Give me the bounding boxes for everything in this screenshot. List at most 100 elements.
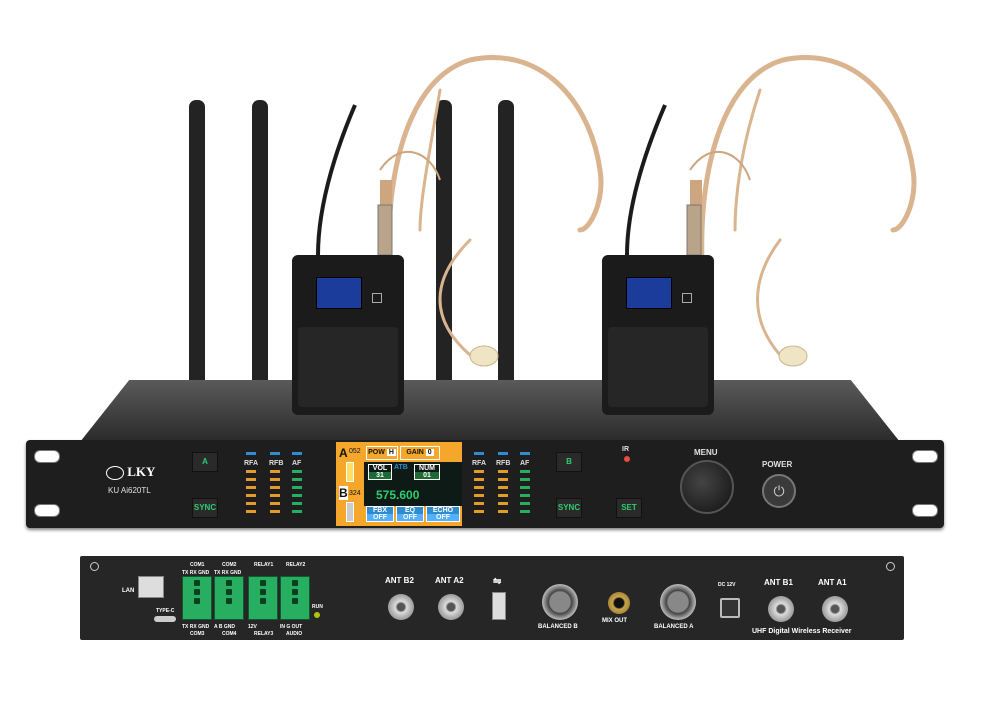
mix-out-label: MIX OUT	[602, 618, 627, 624]
receiver-chassis	[80, 380, 900, 442]
ir-sensor-indicator	[624, 456, 630, 462]
com1-pins-label: TX RX GND	[182, 570, 210, 576]
lcd-b-number: 324	[349, 490, 361, 497]
meter-segment	[270, 494, 280, 497]
antenna-3	[436, 100, 452, 390]
relay1-label: RELAY1	[254, 562, 274, 568]
meter-segment	[292, 494, 302, 497]
meter-segment	[474, 502, 484, 505]
meter-label-af-right: AF	[520, 460, 530, 467]
meter-segment	[520, 452, 530, 455]
meter-rfb-left	[270, 452, 280, 518]
usb-c-port[interactable]	[154, 616, 176, 622]
power-button[interactable]: ⏻	[762, 474, 796, 508]
meter-segment	[270, 502, 280, 505]
lcd-a-signal-icon	[346, 462, 354, 482]
meter-segment	[498, 510, 508, 513]
bodypack-transmitter-a	[292, 255, 404, 415]
meter-segment	[246, 452, 256, 455]
meter-segment	[520, 470, 530, 473]
headset-mics	[316, 55, 917, 367]
ant-a1-connector[interactable]	[822, 596, 848, 622]
meter-segment	[292, 452, 302, 455]
usb-a-port[interactable]	[492, 592, 506, 620]
meter-segment	[520, 502, 530, 505]
menu-label: MENU	[694, 448, 718, 457]
bodypack-display	[316, 277, 362, 309]
meter-segment	[498, 486, 508, 489]
meter-af-right	[520, 452, 530, 518]
rear-footer-label: UHF Digital Wireless Receiver	[752, 628, 852, 635]
com3-label: COM3	[190, 631, 205, 637]
relay3-pins-label: 12V	[248, 624, 257, 630]
balanced-a-label: BALANCED A	[654, 624, 694, 630]
relay2-label: RELAY2	[286, 562, 306, 568]
channel-b-button[interactable]: B	[556, 452, 582, 472]
dc-power-jack[interactable]	[720, 598, 740, 618]
meter-segment	[474, 470, 484, 473]
meter-label-rfb-left: RFB	[269, 460, 284, 467]
lcd-eq: EQ OFF	[396, 506, 424, 522]
lcd-b-label: B	[339, 486, 348, 500]
ant-a1-label: ANT A1	[818, 578, 847, 587]
meter-segment	[498, 478, 508, 481]
antenna-4	[498, 100, 514, 390]
audio-terminal[interactable]	[280, 576, 310, 620]
rear-panel: LAN TYPE-C COM1 TX RX GND TX RX GND COM3…	[80, 556, 904, 640]
meter-label-af-left: AF	[292, 460, 302, 467]
power-icon: ⏻	[773, 483, 785, 499]
antenna-2	[252, 100, 268, 390]
meter-segment	[246, 510, 256, 513]
power-label: POWER	[762, 460, 793, 469]
ant-b2-connector[interactable]	[388, 594, 414, 620]
lcd-a-label: A	[339, 446, 348, 460]
meter-segment	[520, 486, 530, 489]
type-c-label: TYPE-C	[156, 608, 175, 614]
meter-segment	[520, 510, 530, 513]
battery-cover	[298, 327, 398, 407]
meter-label-rfa-right: RFA	[472, 460, 486, 467]
lcd-atb: ATB	[394, 464, 408, 471]
run-label: RUN	[312, 604, 323, 610]
sync-left-button[interactable]: SYNC	[192, 498, 218, 518]
battery-cover	[608, 327, 708, 407]
bodypack-display	[626, 277, 672, 309]
meter-segment	[520, 478, 530, 481]
meter-segment	[270, 452, 280, 455]
com4-pins-label: A B GND	[214, 624, 235, 630]
front-panel: LKY KU Ai620TL A SYNC RFA RFB AF RFA RFB…	[26, 440, 944, 528]
run-indicator	[314, 612, 320, 618]
menu-knob[interactable]	[680, 460, 734, 514]
com2-pins-label: TX RX GND	[214, 570, 242, 576]
bodypack-button[interactable]	[372, 293, 382, 303]
lan-port[interactable]	[138, 576, 164, 598]
meter-segment	[474, 510, 484, 513]
relay-terminal[interactable]	[248, 576, 278, 620]
antenna-1	[189, 100, 205, 390]
balanced-a-xlr[interactable]	[660, 584, 696, 620]
bodypack-button[interactable]	[682, 293, 692, 303]
ant-b1-connector[interactable]	[768, 596, 794, 622]
com1-terminal[interactable]	[182, 576, 212, 620]
com2-label: COM2	[222, 562, 237, 568]
balanced-b-xlr[interactable]	[542, 584, 578, 620]
meter-segment	[246, 502, 256, 505]
meter-segment	[270, 470, 280, 473]
meter-segment	[474, 478, 484, 481]
lcd-gain: GAIN 0	[400, 446, 440, 460]
meter-segment	[474, 494, 484, 497]
model-label: KU Ai620TL	[108, 486, 151, 495]
sync-right-button[interactable]: SYNC	[556, 498, 582, 518]
mix-out-jack[interactable]	[608, 592, 630, 614]
ant-a2-connector[interactable]	[438, 594, 464, 620]
ant-b1-label: ANT B1	[764, 578, 793, 587]
ir-label: IR	[622, 446, 629, 453]
channel-a-button[interactable]: A	[192, 452, 218, 472]
meter-label-rfb-right: RFB	[496, 460, 511, 467]
meter-rfb-right	[498, 452, 508, 518]
meter-label-rfa-left: RFA	[244, 460, 258, 467]
set-button[interactable]: SET	[616, 498, 642, 518]
com2-terminal[interactable]	[214, 576, 244, 620]
meter-segment	[498, 452, 508, 455]
lan-label: LAN	[122, 588, 135, 594]
